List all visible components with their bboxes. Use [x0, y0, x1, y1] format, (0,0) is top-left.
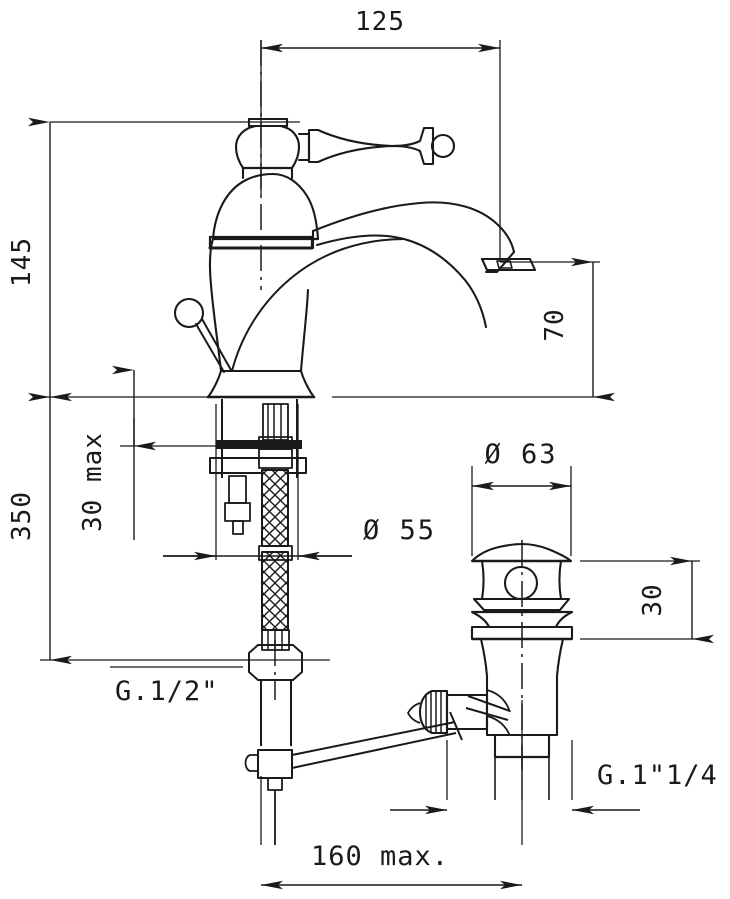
hose-connector-top-knurl [267, 404, 282, 440]
dimension-350: 350 [7, 392, 72, 665]
popup-rod-end-flag [449, 711, 463, 741]
waste-body-internal-upper [486, 689, 511, 713]
lever-handle [307, 126, 435, 166]
braided-hose-upper [261, 469, 289, 547]
dimension-70: 70 [540, 257, 615, 402]
dimension-label-125: 125 [355, 7, 405, 37]
spout-underside-curve [315, 234, 488, 329]
waste-nut-rod-entry [407, 702, 421, 724]
spout-upper-curve [311, 201, 516, 254]
dimension-thread-g114: G.1"1/4 [597, 760, 718, 791]
dimension-30-max: 30 max [78, 365, 156, 540]
mounting-washer-plate [209, 457, 307, 474]
fixing-stud [232, 520, 244, 535]
dimension-125: 125 [261, 7, 500, 53]
hex-coupling-nut [248, 644, 303, 681]
dimension-diameter-63: Ø 63 [472, 439, 571, 491]
hose-connector-body [258, 448, 293, 469]
waste-knurled-nut [418, 689, 449, 735]
waste-body-internal-lower [486, 715, 511, 737]
dimension-label-145: 145 [7, 237, 37, 287]
popup-rod-link-upper [467, 695, 511, 712]
lift-rod-stem-right [201, 318, 232, 371]
hose-connector-bottom [261, 629, 290, 651]
popup-clevis-boss [267, 777, 283, 791]
dimension-thread-g12: G.1/2" [115, 676, 219, 707]
centre-lines [260, 40, 523, 770]
supply-tail-pipe [260, 680, 292, 746]
dimension-145: 145 [7, 117, 72, 402]
dimension-label-160max: 160 max. [311, 841, 449, 872]
waste-knurled-nut-ribs [425, 691, 442, 733]
dimension-label-70: 70 [540, 308, 570, 341]
popup-pivot-rod-lower [291, 732, 457, 769]
aerator-screen [496, 260, 513, 269]
body-right-profile [299, 288, 310, 373]
dimension-waste-30: 30 [638, 556, 714, 644]
body-inner-curve [231, 238, 405, 372]
bell-dome [211, 172, 320, 241]
shank-outer-walls [221, 399, 298, 478]
waste-seal-disc-upper [472, 597, 571, 612]
dimension-label-d63: Ø 63 [484, 439, 557, 470]
dimension-label-30max: 30 max [78, 432, 108, 532]
dimension-label-g12: G.1/2" [115, 676, 219, 707]
lift-rod-stem-left [195, 323, 225, 373]
basin-mixer-elevation-view [173, 117, 537, 399]
dimension-label-350: 350 [7, 491, 37, 541]
hose-connector-top [262, 403, 289, 441]
waste-body [479, 638, 565, 737]
popup-pivot-rod-upper [291, 721, 456, 756]
dimension-label-waste-30: 30 [638, 583, 668, 616]
waste-backnut-flange [470, 625, 574, 641]
extension-lines [40, 40, 700, 845]
dimension-label-d55: Ø 55 [363, 515, 436, 546]
dimension-160-max: 160 max. [261, 805, 640, 890]
dimension-label-g114: G.1"1/4 [597, 760, 718, 791]
lever-end-ball [430, 133, 456, 159]
below-deck-shank-assembly [209, 399, 511, 845]
fixing-nut-lower [224, 502, 251, 522]
popup-clevis-screw [244, 754, 259, 772]
braided-hose-lower [261, 551, 289, 631]
lift-rod-knob [173, 297, 205, 329]
